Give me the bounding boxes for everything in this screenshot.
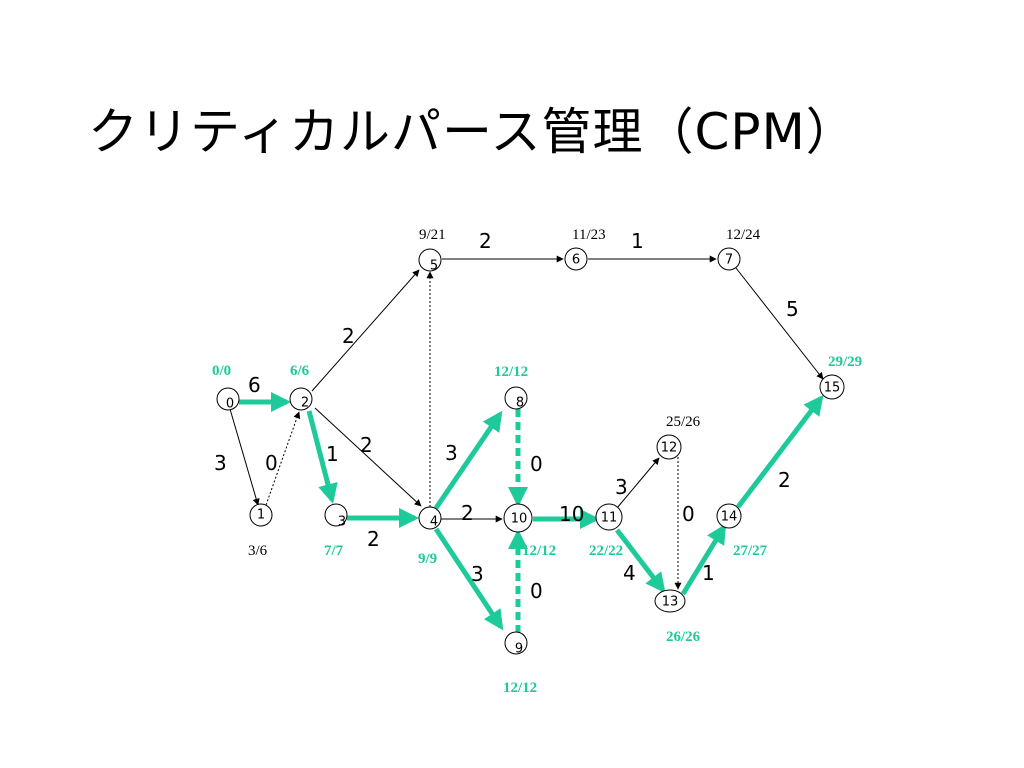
edge-14-15 (736, 394, 824, 509)
svg-text:4: 4 (430, 515, 438, 530)
time-node-15: 29/29 (828, 354, 862, 370)
svg-text:6: 6 (572, 253, 580, 268)
edge-4-8 (433, 410, 503, 510)
weight-12-13: 0 (682, 502, 695, 526)
svg-text:8: 8 (516, 396, 524, 411)
weight-4-9: 3 (471, 562, 484, 586)
weight-8-10: 0 (530, 452, 543, 476)
time-node-6: 11/23 (572, 227, 606, 243)
slide-title: クリティカルパース管理（CPM） (88, 103, 857, 161)
time-node-12: 25/26 (666, 414, 701, 430)
weight-4-10: 2 (461, 501, 474, 525)
edge-4-9 (433, 527, 504, 631)
time-node-13: 26/26 (666, 629, 701, 645)
edge-2-3 (306, 410, 338, 504)
edge-weights: 6 3 0 2 1 2 2 3 2 3 0 0 2 1 5 10 3 4 0 1… (214, 229, 799, 603)
time-node-5: 9/21 (419, 227, 446, 243)
time-node-2: 6/6 (290, 363, 310, 379)
node-4: 4 (418, 506, 442, 530)
time-node-11: 22/22 (589, 543, 623, 559)
time-node-9: 12/12 (503, 680, 537, 696)
svg-text:10: 10 (511, 512, 528, 527)
node-13-label: 13 (662, 595, 679, 610)
weight-11-13: 4 (623, 561, 636, 585)
weight-0-1: 3 (214, 451, 227, 475)
weight-10-11: 10 (559, 502, 584, 526)
svg-text:14: 14 (721, 510, 738, 525)
node-2: 2 (289, 387, 313, 411)
edge-11-13 (615, 528, 666, 594)
node-13-ellipse (654, 589, 686, 613)
node-0: 0 (216, 387, 240, 412)
node-8: 8 (504, 386, 528, 411)
weight-5-6: 2 (479, 229, 492, 253)
weight-0-2: 6 (248, 373, 261, 397)
weight-2-5: 2 (342, 324, 355, 348)
svg-text:15: 15 (824, 381, 841, 396)
time-node-3: 7/7 (324, 543, 344, 559)
time-node-10: 12/12 (522, 543, 556, 559)
node-9: 9 (504, 631, 528, 657)
nodes: 0 1 2 3 4 5 6 7 8 9 10 11 12 13 14 15 (216, 247, 845, 657)
weight-11-12: 3 (615, 475, 628, 499)
time-labels: 0/0 3/6 6/6 7/7 9/9 9/21 11/23 12/24 12/… (212, 227, 862, 696)
node-11: 11 (595, 503, 623, 531)
svg-text:3: 3 (338, 515, 346, 530)
node-15: 15 (819, 374, 845, 400)
svg-text:7: 7 (725, 253, 733, 268)
time-node-14: 27/27 (733, 543, 768, 559)
edge-2-5 (311, 269, 420, 392)
edge-1-2-dummy (265, 411, 301, 506)
weight-13-14: 1 (702, 561, 715, 585)
time-node-0: 0/0 (212, 363, 231, 379)
weight-7-15: 5 (786, 297, 799, 321)
edges (229, 255, 824, 633)
weight-9-10: 0 (530, 579, 543, 603)
svg-text:5: 5 (430, 259, 438, 274)
svg-text:9: 9 (515, 642, 523, 657)
weight-4-8: 3 (445, 441, 458, 465)
node-12: 12 (656, 434, 682, 460)
weight-2-4: 2 (360, 433, 373, 457)
svg-text:12: 12 (661, 441, 678, 456)
node-6: 6 (564, 247, 588, 271)
time-node-4: 9/9 (418, 551, 437, 567)
edge-7-15 (735, 267, 824, 380)
weight-2-3: 1 (326, 442, 339, 466)
node-10: 10 (503, 503, 533, 533)
weight-14-15: 2 (778, 468, 791, 492)
time-node-8: 12/12 (494, 364, 528, 380)
node-1: 1 (249, 503, 273, 527)
svg-text:2: 2 (301, 396, 309, 411)
weight-3-4: 2 (367, 527, 380, 551)
edge-13-14 (680, 523, 727, 596)
node-5: 5 (418, 248, 442, 274)
node-3: 3 (324, 503, 348, 530)
svg-text:0: 0 (226, 397, 234, 412)
svg-text:11: 11 (601, 511, 618, 526)
time-node-1: 3/6 (248, 543, 268, 559)
edge-11-12 (616, 457, 660, 509)
edge-0-1 (229, 408, 260, 506)
time-node-7: 12/24 (726, 227, 761, 243)
weight-1-2: 0 (265, 451, 278, 475)
node-7: 7 (717, 247, 741, 271)
node-14: 14 (716, 503, 742, 529)
weight-6-7: 1 (631, 229, 644, 253)
edge-2-4 (314, 407, 422, 507)
svg-text:1: 1 (257, 508, 265, 523)
